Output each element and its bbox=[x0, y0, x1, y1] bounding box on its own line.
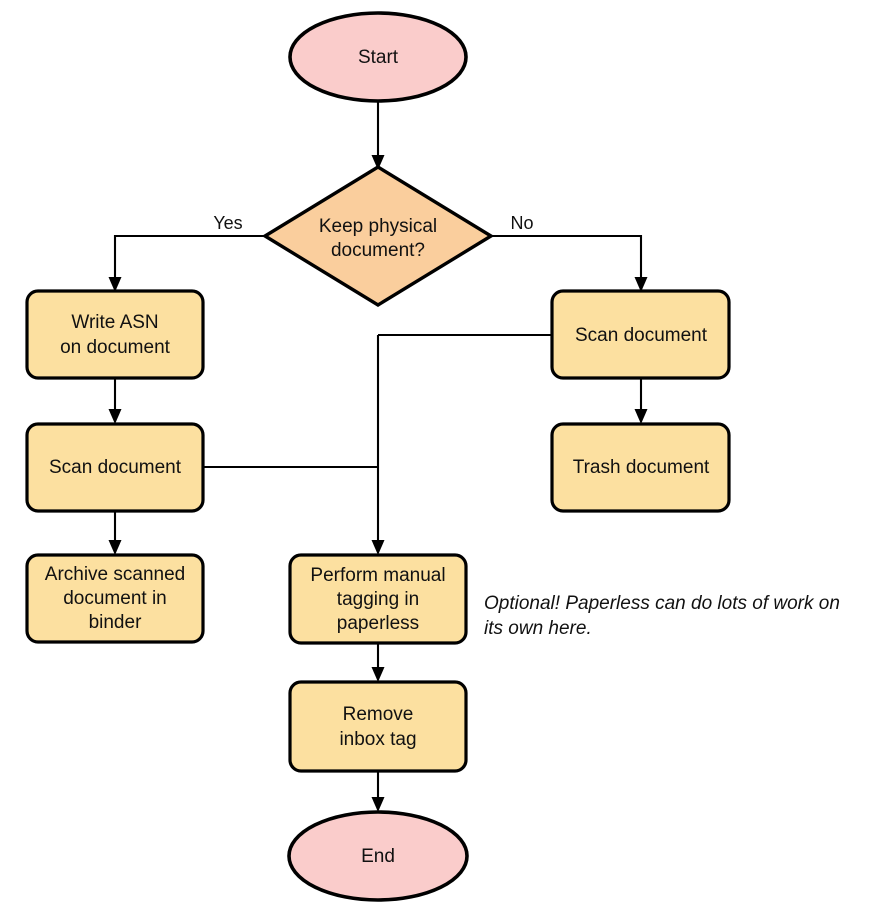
optional-note-line2: its own here. bbox=[484, 618, 592, 639]
node-scan-document-left[interactable]: Scan document bbox=[25, 422, 205, 513]
archive-label-line1: Archive scanned bbox=[45, 564, 185, 585]
decision-label-line1: Keep physical bbox=[319, 216, 437, 237]
connector-layer bbox=[108, 101, 648, 812]
node-remove-inbox-tag[interactable]: Remove inbox tag bbox=[288, 680, 468, 773]
edge-label-yes: Yes bbox=[213, 213, 242, 233]
edge-remove-inbox-to-end bbox=[371, 771, 385, 812]
annotation-optional-note: Optional! Paperless can do lots of work … bbox=[484, 593, 840, 639]
edge-manual-tagging-to-remove-inbox bbox=[371, 643, 385, 682]
scan-left-box-shape bbox=[25, 422, 205, 513]
edge-decision-no-to-scan-right bbox=[491, 234, 648, 292]
node-end[interactable]: End bbox=[287, 810, 469, 902]
trash-label: Trash document bbox=[573, 457, 710, 478]
node-decision-keep-physical-document[interactable]: Keep physical document? bbox=[261, 165, 495, 307]
node-perform-manual-tagging[interactable]: Perform manual tagging in paperless bbox=[288, 553, 468, 645]
trash-box-shape bbox=[550, 422, 731, 513]
write-asn-label-line2: on document bbox=[60, 337, 171, 358]
write-asn-box-shape bbox=[25, 289, 205, 380]
edge-label-no: No bbox=[510, 213, 533, 233]
end-ellipse-shape bbox=[287, 810, 469, 902]
end-label: End bbox=[361, 846, 395, 867]
node-scan-document-right[interactable]: Scan document bbox=[550, 289, 731, 380]
manual-tagging-box-shape bbox=[288, 553, 468, 645]
edge-start-to-decision bbox=[371, 101, 385, 170]
archive-box-shape bbox=[25, 553, 205, 644]
edge-scan-right-to-trash bbox=[634, 378, 648, 424]
remove-inbox-label-line1: Remove bbox=[343, 704, 414, 725]
archive-label-line3: binder bbox=[89, 612, 142, 633]
edge-scan-left-to-archive bbox=[108, 511, 122, 555]
edge-merge-to-manual-tagging bbox=[371, 335, 385, 555]
manual-tagging-label-line2: tagging in bbox=[337, 589, 419, 610]
node-write-asn[interactable]: Write ASN on document bbox=[25, 289, 205, 380]
remove-inbox-label-line2: inbox tag bbox=[339, 729, 416, 750]
archive-label-line2: document in bbox=[63, 588, 167, 609]
edge-write-asn-to-scan-left bbox=[108, 378, 122, 424]
scan-right-label: Scan document bbox=[575, 325, 708, 346]
start-ellipse-shape bbox=[288, 11, 468, 103]
manual-tagging-label-line3: paperless bbox=[337, 613, 419, 634]
scan-right-box-shape bbox=[550, 289, 731, 380]
manual-tagging-label-line1: Perform manual bbox=[310, 565, 445, 586]
decision-label-line2: document? bbox=[331, 240, 425, 261]
edge-decision-yes-to-write-asn bbox=[108, 234, 265, 292]
decision-diamond-shape bbox=[261, 165, 495, 307]
node-trash-document[interactable]: Trash document bbox=[550, 422, 731, 513]
node-start[interactable]: Start bbox=[288, 11, 468, 103]
optional-note-line1: Optional! Paperless can do lots of work … bbox=[484, 593, 840, 614]
start-label: Start bbox=[358, 47, 399, 68]
remove-inbox-box-shape bbox=[288, 680, 468, 773]
write-asn-label-line1: Write ASN bbox=[71, 312, 158, 333]
node-archive-scanned-document[interactable]: Archive scanned document in binder bbox=[25, 553, 205, 644]
scan-left-label: Scan document bbox=[49, 457, 182, 478]
